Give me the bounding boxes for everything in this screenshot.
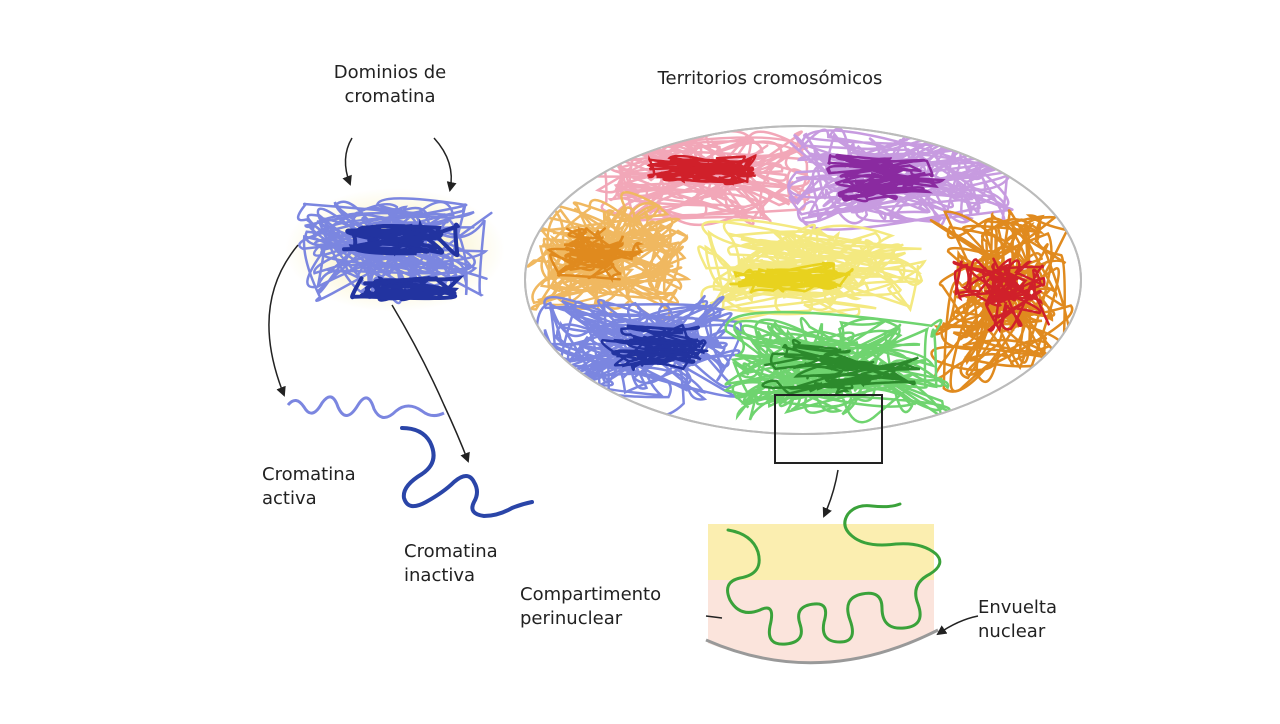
arrow-zoom [822, 469, 839, 518]
territory-blue-condensed [619, 323, 704, 353]
chromatin-domain-cluster [285, 188, 505, 312]
territory-yellow-fiber [700, 218, 907, 322]
territory-orange-left-fiber [540, 191, 679, 322]
territory-orange-left-fiber [530, 205, 683, 311]
arrow-envelope [936, 615, 979, 636]
territory-orange-left-fiber [531, 202, 692, 299]
nucleus-territories [524, 125, 1082, 435]
chromatin-domains-label: Dominios de cromatina [333, 62, 447, 107]
domain-dark-coil [342, 223, 444, 257]
territory-yellow-condensed [744, 268, 854, 293]
territory-orange-right-condensed [952, 257, 1017, 307]
territory-orange-right-fiber [930, 209, 1073, 390]
nuclear-envelope-line [705, 628, 939, 665]
arrow-domains-right [433, 137, 457, 192]
perinuclear-compartment-label: Compartimento perinuclear [520, 584, 662, 629]
territory-green-condensed [812, 355, 921, 388]
nuclear-envelope-label: Envuelta nuclear [978, 597, 1058, 642]
territory-purple-condensed [826, 153, 934, 179]
arrow-domains-left [342, 137, 353, 186]
arrow-to-inactive [391, 304, 470, 463]
territory-red-condensed [670, 157, 755, 186]
territory-green-condensed [761, 363, 876, 397]
pointer-perinuclear [705, 615, 723, 619]
perinuclear-chromatin-fiber [726, 502, 942, 646]
chromosome-territories-label: Territorios cromosómicos [657, 68, 883, 89]
arrow-to-active [268, 244, 299, 397]
domain-light-coil [298, 201, 488, 294]
territory-purple-condensed [843, 166, 946, 194]
inactive-chromatin-strand [400, 426, 534, 519]
territory-green-condensed [764, 338, 878, 373]
perinuclear-zoom-panel [705, 502, 942, 665]
domain-dark-coil [350, 275, 465, 301]
territory-orange-left-condensed [563, 226, 633, 261]
inactive-chromatin-label: Cromatina inactiva [404, 541, 498, 586]
zoom-selection-box [774, 394, 883, 464]
active-chromatin-label: Cromatina activa [262, 464, 356, 509]
territory-blue-condensed [613, 335, 709, 372]
active-chromatin-strand [286, 395, 445, 419]
